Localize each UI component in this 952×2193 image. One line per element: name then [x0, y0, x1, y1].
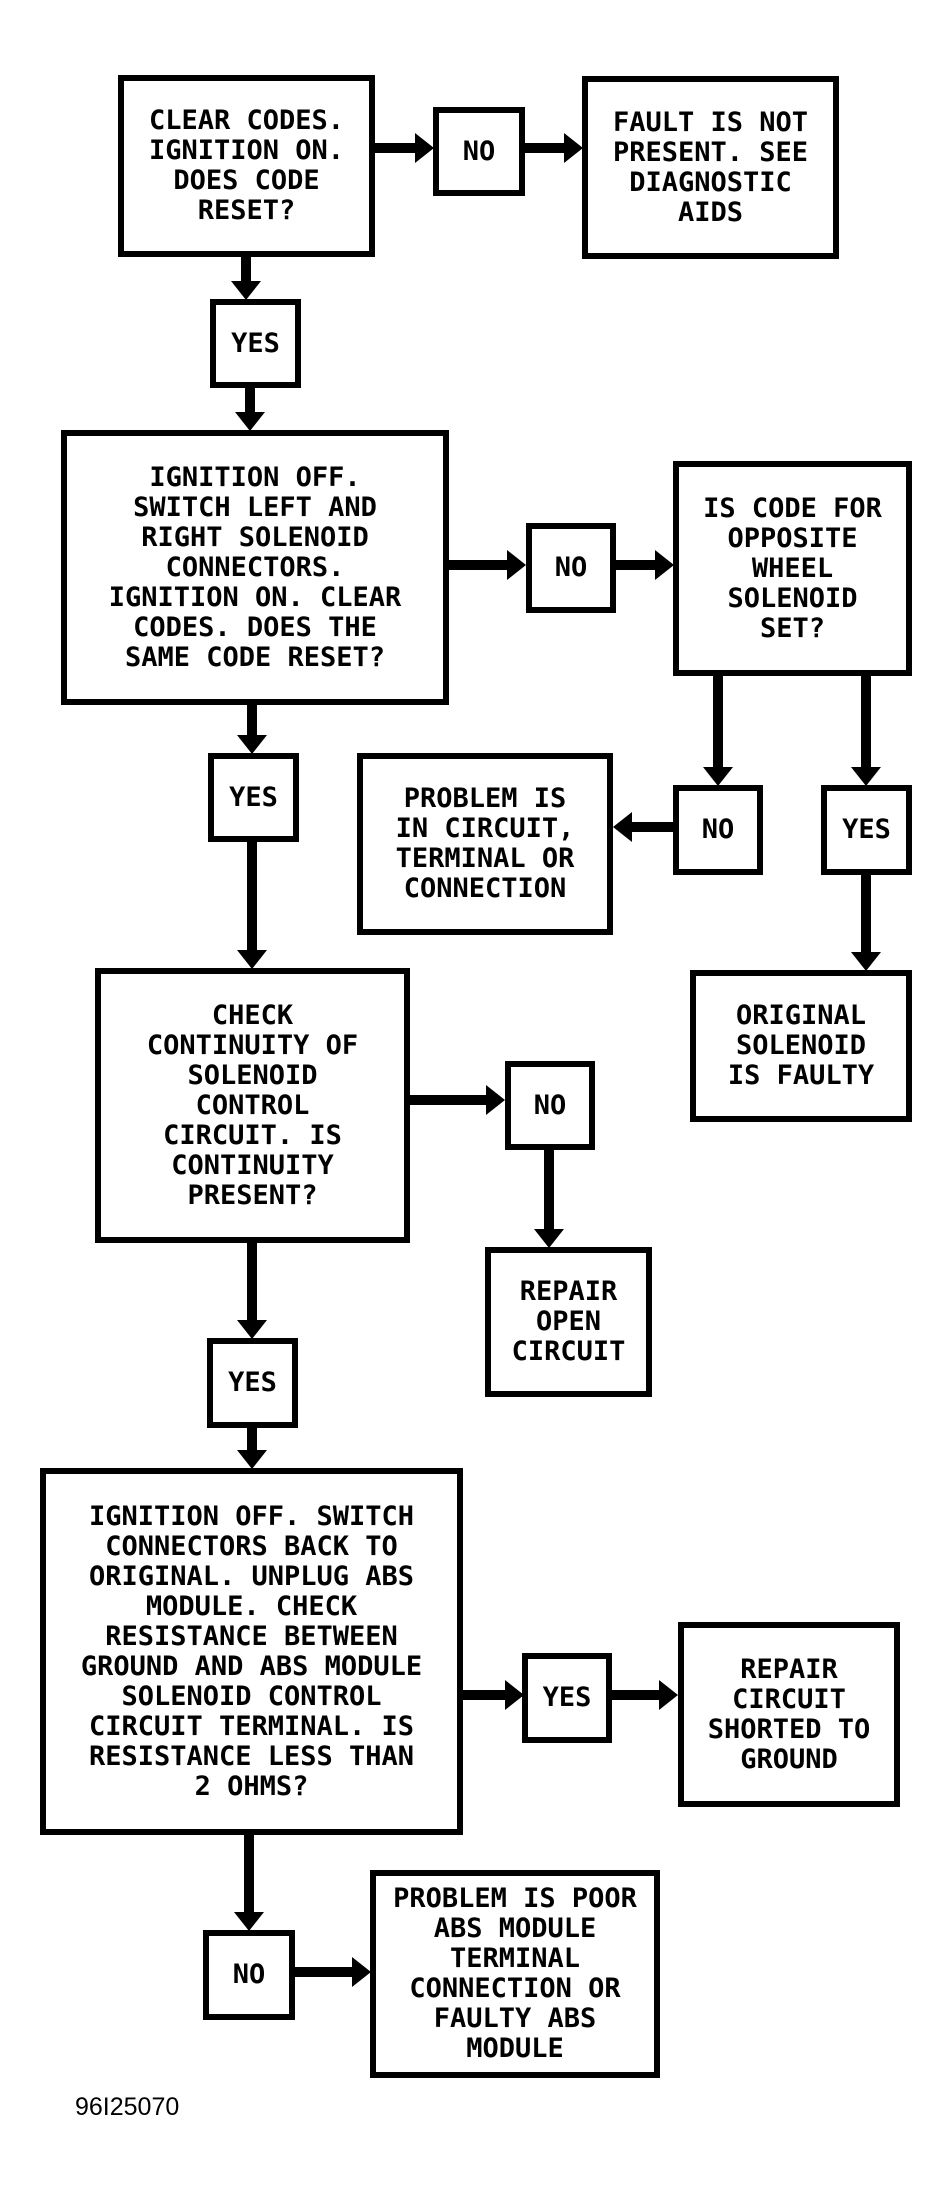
figure-id-label: 96I25070 [75, 2093, 180, 2121]
node-yes-5: YES [522, 1653, 612, 1743]
line-resistance-to-no5 [244, 1835, 254, 1913]
node-clear-codes: CLEAR CODES. IGNITION ON. DOES CODE RESE… [118, 75, 375, 257]
line-no4-to-repair-open [544, 1150, 554, 1230]
node-problem-circuit: PROBLEM IS IN CIRCUIT, TERMINAL OR CONNE… [357, 753, 613, 935]
line-yes1-to-switch [245, 388, 255, 414]
arrowhead-right-icon [659, 1680, 678, 1710]
node-problem-abs-module: PROBLEM IS POOR ABS MODULE TERMINAL CONN… [370, 1870, 660, 2078]
node-resistance-check: IGNITION OFF. SWITCH CONNECTORS BACK TO … [40, 1468, 463, 1835]
arrowhead-down-icon [237, 1320, 267, 1339]
node-opposite-wheel: IS CODE FOR OPPOSITE WHEEL SOLENOID SET? [673, 461, 912, 676]
arrowhead-down-icon [237, 1450, 267, 1469]
line-opposite-to-no3 [713, 676, 723, 768]
line-switch-to-yes2 [247, 705, 257, 737]
line-yes5-to-repair-shorted [612, 1690, 661, 1700]
arrowhead-right-icon [486, 1085, 505, 1115]
line-check-to-no4 [410, 1095, 487, 1105]
arrowhead-down-icon [534, 1229, 564, 1248]
line-yes2-to-check [247, 842, 257, 951]
line-opposite-to-yes3 [861, 676, 871, 768]
line-switch-to-no2 [449, 560, 508, 570]
node-no-2: NO [526, 523, 616, 613]
node-no-5: NO [203, 1930, 295, 2020]
node-switch-connectors: IGNITION OFF. SWITCH LEFT AND RIGHT SOLE… [61, 430, 449, 705]
node-repair-shorted: REPAIR CIRCUIT SHORTED TO GROUND [678, 1622, 900, 1807]
node-check-continuity: CHECK CONTINUITY OF SOLENOID CONTROL CIR… [95, 968, 410, 1243]
arrowhead-down-icon [231, 281, 261, 300]
line-yes3-to-original [861, 875, 871, 953]
arrowhead-right-icon [507, 550, 526, 580]
node-yes-3: YES [821, 785, 912, 875]
line-resistance-to-yes5 [463, 1690, 506, 1700]
node-no-1: NO [433, 107, 525, 196]
arrowhead-right-icon [655, 550, 674, 580]
arrowhead-down-icon [851, 767, 881, 786]
arrowhead-right-icon [564, 133, 583, 163]
arrowhead-down-icon [237, 950, 267, 969]
node-repair-open: REPAIR OPEN CIRCUIT [485, 1247, 652, 1397]
line-clear-codes-to-yes1 [241, 257, 251, 282]
arrowhead-down-icon [235, 412, 265, 431]
line-no2-to-opposite [616, 560, 657, 570]
node-no-4: NO [505, 1061, 595, 1150]
arrowhead-right-icon [352, 1957, 371, 1987]
node-yes-4: YES [207, 1338, 298, 1428]
arrowhead-left-icon [613, 812, 632, 842]
line-no5-to-problem-abs [295, 1967, 353, 1977]
line-clear-codes-to-no1 [375, 143, 417, 153]
node-yes-1: YES [210, 299, 301, 388]
arrowhead-down-icon [851, 952, 881, 971]
node-fault-not-present: FAULT IS NOT PRESENT. SEE DIAGNOSTIC AID… [582, 76, 839, 259]
node-original-solenoid: ORIGINAL SOLENOID IS FAULTY [690, 970, 912, 1122]
arrowhead-down-icon [237, 735, 267, 754]
arrowhead-down-icon [703, 767, 733, 786]
line-no1-to-fault [525, 143, 566, 153]
line-check-to-yes4 [247, 1243, 257, 1321]
node-no-3: NO [673, 785, 763, 875]
node-yes-2: YES [208, 753, 299, 842]
arrowhead-down-icon [234, 1912, 264, 1931]
arrowhead-right-icon [415, 133, 434, 163]
arrowhead-right-icon [505, 1680, 524, 1710]
line-no3-to-problem [631, 822, 673, 832]
line-yes4-to-resistance [247, 1428, 257, 1451]
